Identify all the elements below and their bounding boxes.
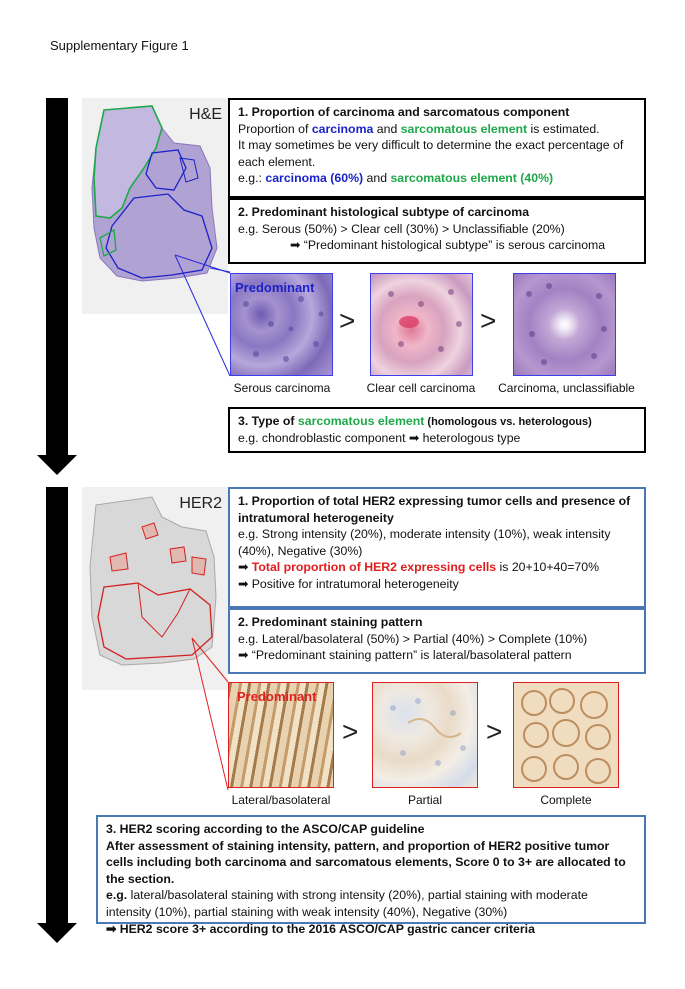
carcinoma-term: carcinoma bbox=[311, 121, 374, 136]
her2-greater-than-2: > bbox=[486, 716, 503, 747]
her2-whole-slide-image: HER2 bbox=[82, 487, 228, 690]
her2-caption-complete: Complete bbox=[540, 793, 592, 807]
he-caption-clear-cell: Clear cell carcinoma bbox=[366, 381, 476, 395]
he-clear-cell-image bbox=[370, 273, 473, 376]
he-box-3-sarcomatous-type: 3. Type of sarcomatous element (homologo… bbox=[228, 407, 646, 453]
her2-box-3-heading: 3. HER2 scoring according to the ASCO/CA… bbox=[106, 822, 425, 836]
he-box-3-line1: e.g. chondroblastic component ➡ heterolo… bbox=[238, 430, 521, 445]
he-box-1-line1: Proportion of carcinoma and sarcomatous … bbox=[238, 121, 636, 138]
he-slide-label: H&E bbox=[189, 106, 222, 123]
her2-box-1-proportion: 1. Proportion of total HER2 expressing t… bbox=[228, 487, 646, 608]
her2-complete-image bbox=[513, 682, 619, 788]
he-box-2-line1: e.g. Serous (50%) > Clear cell (30%) > U… bbox=[238, 221, 565, 236]
he-caption-unclassifiable: Carcinoma, unclassifiable bbox=[498, 381, 635, 395]
sarcomatous-percent: sarcomatous element (40%) bbox=[390, 171, 554, 186]
her2-caption-lateral: Lateral/basolateral bbox=[231, 793, 331, 807]
text: is estimated. bbox=[527, 121, 600, 136]
complete-texture bbox=[521, 688, 611, 784]
her2-box-2-line1: e.g. Lateral/basolateral (50%) > Partial… bbox=[238, 631, 588, 646]
he-slide-svg bbox=[91, 105, 218, 282]
her2-partial-image bbox=[372, 682, 478, 788]
text: e.g.: bbox=[238, 171, 266, 186]
her2-caption-partial: Partial bbox=[407, 793, 442, 807]
text: and bbox=[363, 171, 391, 186]
workflow-arrow-shaft-her2 bbox=[46, 487, 68, 924]
he-box-1-heading: 1. Proportion of carcinoma and sarcomato… bbox=[238, 105, 570, 119]
her2-lateral-basolateral-image: Predominant bbox=[228, 682, 334, 788]
text: Proportion of bbox=[238, 121, 312, 136]
sarcomatous-term: sarcomatous element bbox=[400, 121, 528, 136]
unclassifiable-texture bbox=[526, 283, 607, 365]
her2-box-1-line1: e.g. Strong intensity (20%), moderate in… bbox=[238, 527, 611, 558]
he-box-1-proportion: 1. Proportion of carcinoma and sarcomato… bbox=[228, 98, 646, 198]
he-whole-slide-image: H&E bbox=[82, 98, 228, 314]
he-unclassifiable-image bbox=[513, 273, 616, 376]
text: is 20+10+40=70% bbox=[496, 560, 600, 575]
total-her2-proportion-term: Total proportion of HER2 expressing cell… bbox=[251, 560, 497, 575]
her2-box-1-heading: 1. Proportion of total HER2 expressing t… bbox=[238, 494, 631, 525]
her2-box-1-line2: ➡ Total proportion of HER2 expressing ce… bbox=[238, 559, 636, 576]
workflow-arrow-head-he bbox=[37, 455, 77, 475]
her2-box-3-conclusion: ➡ HER2 score 3+ according to the 2016 AS… bbox=[106, 921, 535, 936]
he-box-2-line2: ➡ “Predominant histological subtype” is … bbox=[290, 238, 606, 253]
her2-box-3-example: e.g. lateral/basolateral staining with s… bbox=[106, 887, 636, 920]
he-serous-carcinoma-image: Predominant bbox=[230, 273, 333, 376]
he-box-2-subtype: 2. Predominant histological subtype of c… bbox=[228, 198, 646, 264]
text: 3. Type of bbox=[238, 414, 298, 428]
her2-predominant-label: Predominant bbox=[237, 689, 317, 704]
text: e.g. bbox=[106, 888, 128, 903]
workflow-arrow-head-her2 bbox=[37, 923, 77, 943]
partial-texture bbox=[390, 698, 466, 766]
he-box-3-heading: 3. Type of sarcomatous element (homologo… bbox=[238, 413, 636, 430]
her2-box-2-heading: 2. Predominant staining pattern bbox=[238, 615, 423, 629]
he-caption-serous: Serous carcinoma bbox=[233, 381, 331, 395]
he-greater-than-1: > bbox=[339, 305, 356, 336]
workflow-arrow-shaft-he bbox=[46, 98, 68, 456]
he-predominant-label: Predominant bbox=[235, 280, 315, 295]
text: (homologous vs. heterologous) bbox=[424, 416, 592, 428]
text: ➡ bbox=[238, 560, 252, 575]
he-box-1-example: e.g.: carcinoma (60%) and sarcomatous el… bbox=[238, 170, 636, 187]
he-box-1-line2: It may sometimes be very difficult to de… bbox=[238, 138, 624, 169]
serous-texture bbox=[243, 296, 324, 362]
her2-slide-svg bbox=[89, 496, 217, 666]
he-greater-than-2: > bbox=[480, 305, 497, 336]
text: lateral/basolateral staining with strong… bbox=[106, 888, 588, 919]
her2-box-3-bold-para: After assessment of staining intensity, … bbox=[106, 838, 626, 886]
figure-title: Supplementary Figure 1 bbox=[50, 38, 189, 53]
clear-cell-texture bbox=[388, 289, 462, 352]
he-box-2-heading: 2. Predominant histological subtype of c… bbox=[238, 205, 530, 219]
her2-box-2-line2: ➡ “Predominant staining pattern” is late… bbox=[238, 648, 572, 663]
carcinoma-percent: carcinoma (60%) bbox=[265, 171, 364, 186]
sarcomatous-term: sarcomatous element bbox=[297, 414, 425, 428]
her2-box-1-line3: ➡ Positive for intratumoral heterogeneit… bbox=[238, 576, 459, 591]
her2-box-3-scoring: 3. HER2 scoring according to the ASCO/CA… bbox=[96, 815, 646, 936]
her2-slide-label: HER2 bbox=[179, 495, 222, 512]
her2-box-2-pattern: 2. Predominant staining pattern e.g. Lat… bbox=[228, 608, 646, 674]
text: and bbox=[373, 121, 401, 136]
her2-greater-than-1: > bbox=[342, 716, 359, 747]
